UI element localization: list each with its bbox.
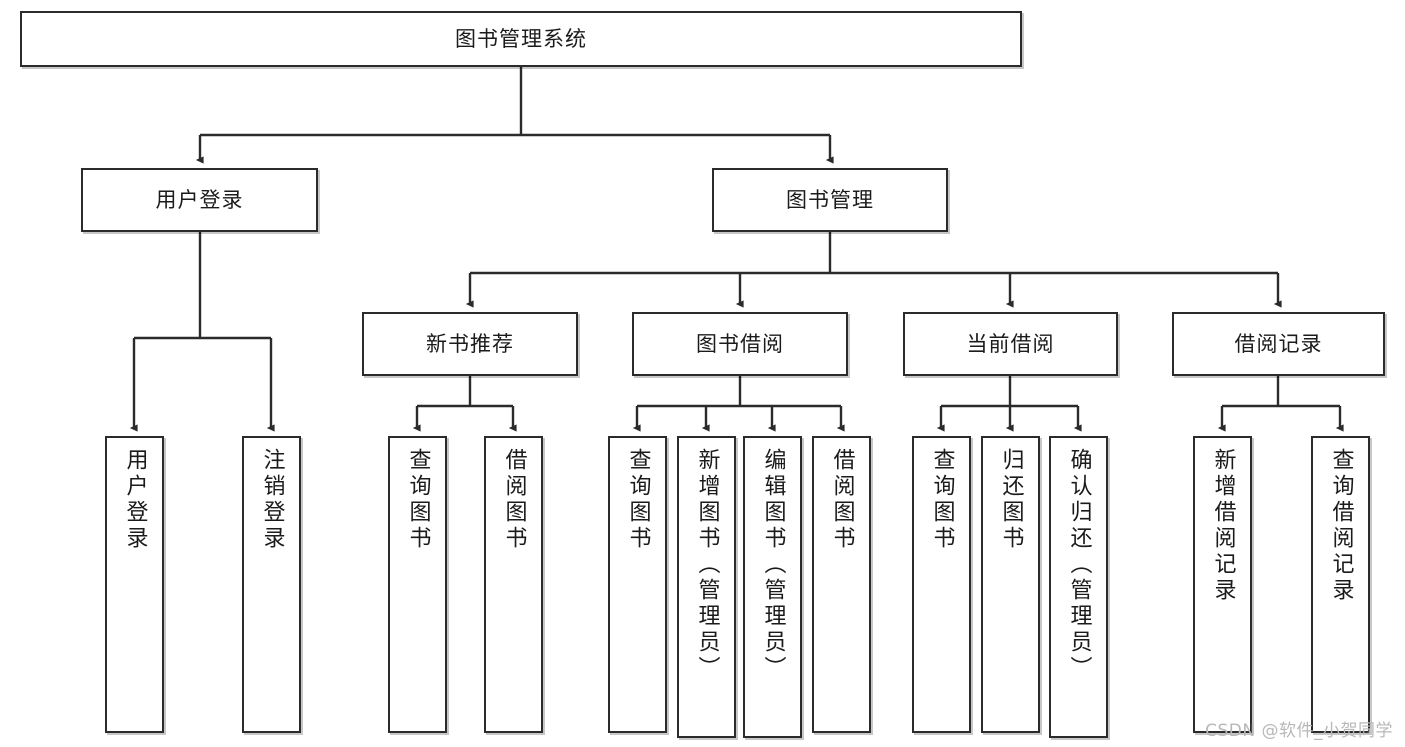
leaf-add-record[interactable]: 新增借阅记录: [1193, 436, 1252, 733]
leaf-query-book-3-label: 查询图书: [929, 448, 955, 552]
leaf-borrow-book-1-label: 借阅图书: [501, 448, 527, 552]
leaf-add-book-label: 新增图书（管理员）: [694, 448, 720, 682]
node-current-borrow[interactable]: 当前借阅: [903, 312, 1118, 376]
node-user-login[interactable]: 用户登录: [81, 168, 318, 232]
leaf-return-book[interactable]: 归还图书: [981, 436, 1040, 733]
leaf-add-book[interactable]: 新增图书（管理员）: [677, 436, 736, 738]
node-borrow-record[interactable]: 借阅记录: [1172, 312, 1385, 376]
leaf-query-book-1-label: 查询图书: [405, 448, 431, 552]
leaf-query-book-3[interactable]: 查询图书: [912, 436, 971, 733]
node-book-management[interactable]: 图书管理: [712, 168, 948, 232]
leaf-query-book-2[interactable]: 查询图书: [608, 436, 667, 733]
leaf-query-record[interactable]: 查询借阅记录: [1311, 436, 1370, 733]
leaf-logout[interactable]: 注销登录: [242, 436, 301, 733]
leaf-confirm-return[interactable]: 确认归还（管理员）: [1049, 436, 1108, 738]
leaf-edit-book[interactable]: 编辑图书（管理员）: [743, 436, 802, 738]
leaf-add-record-label: 新增借阅记录: [1210, 448, 1236, 604]
node-new-book-recommend[interactable]: 新书推荐: [362, 312, 578, 376]
leaf-borrow-book-1[interactable]: 借阅图书: [484, 436, 543, 733]
node-book-management-label: 图书管理: [786, 187, 874, 212]
leaf-edit-book-label: 编辑图书（管理员）: [760, 448, 786, 682]
leaf-logout-label: 注销登录: [259, 448, 285, 552]
node-book-borrow-label: 图书借阅: [696, 331, 784, 356]
node-new-book-recommend-label: 新书推荐: [426, 331, 514, 356]
node-book-borrow[interactable]: 图书借阅: [632, 312, 848, 376]
leaf-user-login[interactable]: 用户登录: [105, 436, 164, 733]
node-user-login-label: 用户登录: [155, 187, 244, 212]
leaf-query-record-label: 查询借阅记录: [1328, 448, 1354, 604]
leaf-return-book-label: 归还图书: [998, 448, 1024, 552]
node-root[interactable]: 图书管理系统: [20, 11, 1022, 67]
node-current-borrow-label: 当前借阅: [966, 331, 1055, 356]
leaf-confirm-return-label: 确认归还（管理员）: [1066, 448, 1092, 682]
node-borrow-record-label: 借阅记录: [1234, 331, 1323, 356]
leaf-borrow-book-2-label: 借阅图书: [829, 448, 855, 552]
leaf-borrow-book-2[interactable]: 借阅图书: [812, 436, 871, 733]
leaf-user-login-label: 用户登录: [122, 448, 148, 552]
leaf-query-book-1[interactable]: 查询图书: [388, 436, 447, 733]
leaf-query-book-2-label: 查询图书: [625, 448, 651, 552]
node-root-label: 图书管理系统: [455, 26, 587, 51]
